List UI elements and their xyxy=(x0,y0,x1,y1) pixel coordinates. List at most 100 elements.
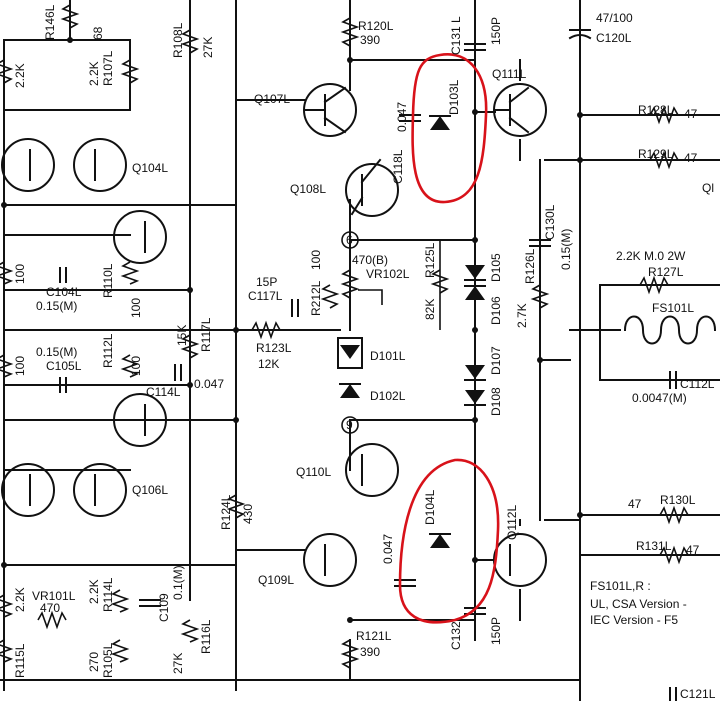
vr102l-value: 470(B) xyxy=(352,253,388,267)
r114l-label: R114L xyxy=(101,577,115,612)
r105l-label: R105L xyxy=(101,642,115,678)
q109l-label: Q109L xyxy=(258,573,294,587)
c118l-value: 0.047 xyxy=(395,102,409,132)
q112l-label: Q112L xyxy=(505,505,519,540)
node-9-label: 9 xyxy=(346,418,353,432)
vr102l-label: VR102L xyxy=(366,267,410,281)
r107l-value: 2.2K xyxy=(87,61,101,86)
c120l-label: C120L xyxy=(596,31,632,45)
r146l-value: 68 xyxy=(91,26,105,40)
r123l-value: 12K xyxy=(258,357,279,371)
r121l-value: 390 xyxy=(360,645,380,659)
r100b-value: 100 xyxy=(129,298,143,318)
q104l-label: Q104L xyxy=(132,161,168,175)
r108l-label: R108L xyxy=(171,22,185,58)
c114l-value: 0.047 xyxy=(194,377,224,391)
r114l-value: 2.2K xyxy=(87,579,101,604)
r129l-label: R129L xyxy=(638,147,674,161)
r124l-label: R124L xyxy=(219,494,233,530)
r116l-value: 27K xyxy=(171,653,185,674)
c104l-label: C104L xyxy=(46,285,82,299)
fs101l-label: FS101L xyxy=(652,301,694,315)
r130l-value: 47 xyxy=(628,497,642,511)
r123l-label: R123L xyxy=(256,341,292,355)
note-line-1: FS101L,R : xyxy=(590,579,651,593)
r125l-label: R125L xyxy=(423,242,437,278)
q107l-label: Q107L xyxy=(254,92,290,106)
q110l-label: Q110L xyxy=(296,465,331,479)
d108-label: D108 xyxy=(489,387,503,416)
c105l-value: 0.15(M) xyxy=(36,345,77,359)
r-bl-value: 2.2K xyxy=(13,587,27,612)
d104l-label: D104L xyxy=(423,489,437,525)
c105l-label: C105L xyxy=(46,359,82,373)
c131l-label: C131 L xyxy=(449,16,463,55)
r212l-value: 100 xyxy=(309,250,323,270)
r129l-value: 47 xyxy=(684,151,698,165)
r131l-value: 47 xyxy=(686,543,700,557)
r130l-label: R130L xyxy=(660,493,696,507)
vr101l-value: 470 xyxy=(40,601,60,615)
c109-label: C109 xyxy=(157,593,171,622)
r105l-value: 270 xyxy=(87,652,101,672)
r117l-value: 15K xyxy=(175,325,189,346)
r128l-value: 47 xyxy=(684,107,698,121)
c114l-label: C114L xyxy=(146,385,181,399)
r100c-value: 100 xyxy=(13,356,27,376)
c117l-label: C117L xyxy=(248,289,283,303)
r121l-label: R121L xyxy=(356,629,392,643)
fuse-coil xyxy=(623,315,717,345)
c132-value: 150P xyxy=(489,617,503,645)
note-line-2: UL, CSA Version - xyxy=(590,597,687,611)
r125l-value: 82K xyxy=(423,299,437,320)
q-right-cut-label: Ql xyxy=(702,181,714,195)
d102l-label: D102L xyxy=(370,389,406,403)
q111l-label: Q111L xyxy=(492,67,527,81)
r-left-top-value: 2.2K xyxy=(13,63,27,88)
d101l-label: D101L xyxy=(370,349,406,363)
r120l-value: 390 xyxy=(360,33,380,47)
d105-label: D105 xyxy=(489,253,503,282)
r127l-label: R127L xyxy=(648,265,684,279)
r100d-value: 100 xyxy=(129,356,143,376)
c130l-label: C130L xyxy=(543,204,557,240)
r112l-label: R112L xyxy=(101,333,115,368)
r116l-label: R116L xyxy=(199,619,213,654)
junctions xyxy=(1,37,583,623)
r127l-value: 2.2K M.0 2W xyxy=(616,249,686,263)
annotation-circle-top xyxy=(411,53,488,204)
q108l-label: Q108L xyxy=(290,182,326,196)
c119-value: 0.047 xyxy=(381,534,395,564)
d107-label: D107 xyxy=(489,346,503,375)
c118l-label: C118L xyxy=(391,149,405,184)
r108l-value: 27K xyxy=(201,37,215,58)
c112l-value: 0.0047(M) xyxy=(632,391,687,405)
capacitors xyxy=(59,29,677,701)
r110l-label: R110L xyxy=(101,263,115,298)
diodes xyxy=(337,115,486,548)
transistors xyxy=(1,83,547,587)
node-6-label: 6 xyxy=(346,233,353,247)
c132-label: C132 xyxy=(449,621,463,650)
r146l-label: R146L xyxy=(43,4,57,40)
r131l-label: R131L xyxy=(636,539,672,553)
c121l-label: C121L xyxy=(680,687,716,701)
labels: R146L 68 R108L 27K R120L 390 C131 L 150P… xyxy=(13,4,716,701)
r107l-label: R107L xyxy=(101,50,115,86)
d103l-label: D103L xyxy=(447,79,461,115)
r115l-label: R115L xyxy=(13,643,27,678)
d106-label: D106 xyxy=(489,296,503,325)
c112l-label: C112L xyxy=(680,377,715,391)
r128l-label: R128L xyxy=(638,103,674,117)
r212l-label: R212L xyxy=(309,280,323,316)
c120l-value: 47/100 xyxy=(596,11,633,25)
resistors xyxy=(0,4,689,669)
r100a-value: 100 xyxy=(13,264,27,284)
c109-value: 0.1(M) xyxy=(171,565,185,600)
c131l-value: 150P xyxy=(489,17,503,45)
annotation-circle-bottom xyxy=(398,458,500,624)
c117l-value: 15P xyxy=(256,275,277,289)
c104l-value: 0.15(M) xyxy=(36,299,77,313)
